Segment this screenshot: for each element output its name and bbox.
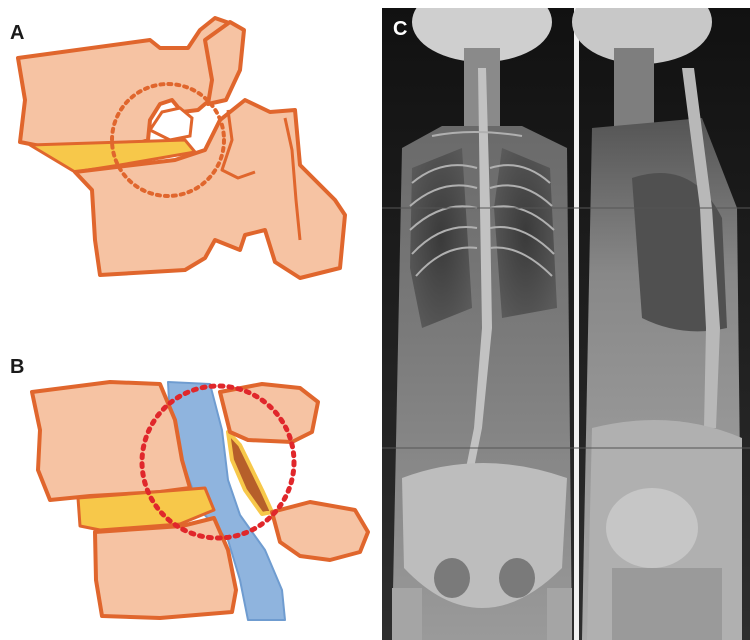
obturator-right [499, 558, 535, 598]
lung-right-frontal [410, 148, 472, 328]
hip-left [392, 588, 422, 640]
lower-vertebra-b [95, 518, 236, 618]
view-divider [574, 8, 579, 640]
facet-hook [205, 22, 244, 104]
lamina-upper [220, 384, 318, 442]
panel-b-diagram [0, 340, 370, 640]
panel-a-diagram [0, 0, 370, 300]
lamina-lower [272, 502, 368, 560]
panel-label-c: C [393, 18, 407, 41]
upper-vertebra [18, 18, 235, 150]
neck-lateral [614, 48, 654, 128]
femoral-head-lateral [606, 488, 698, 568]
hip-right [547, 588, 572, 640]
upper-vertebra-b [32, 382, 190, 500]
thigh-lateral [612, 568, 722, 640]
panel-c-radiograph [382, 8, 750, 640]
obturator-left [434, 558, 470, 598]
